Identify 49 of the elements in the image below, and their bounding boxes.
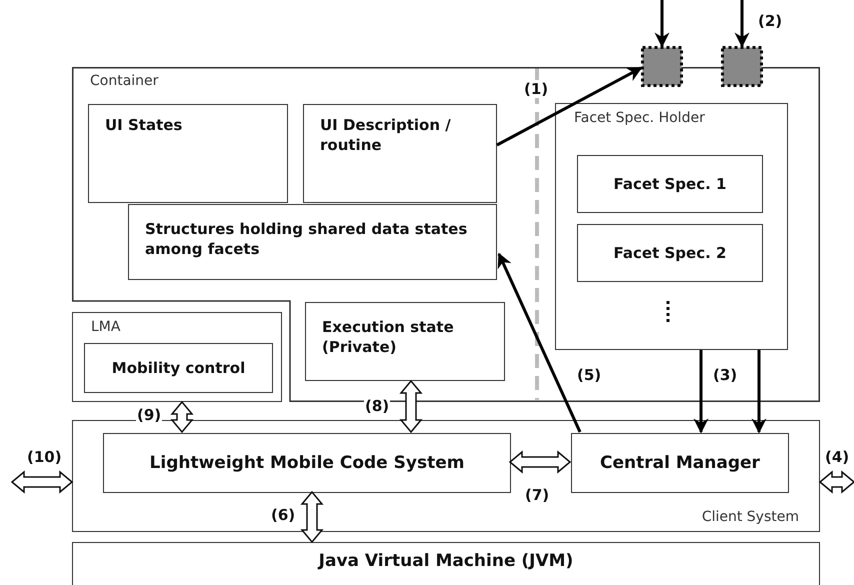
- component-box: [303, 104, 497, 203]
- box-label: Structures holding shared data states among facets: [145, 219, 468, 259]
- holder-box: [555, 103, 788, 350]
- component-box: [128, 204, 497, 280]
- edge-label: (2): [757, 12, 784, 30]
- edge-label: (3): [712, 366, 738, 384]
- group-title: LMA: [91, 318, 120, 337]
- component-box: [577, 155, 763, 213]
- box-label: Java Virtual Machine (JVM): [316, 551, 574, 571]
- box-label: Facet Spec. 1: [612, 174, 728, 195]
- component-box: [577, 224, 763, 282]
- box-label: UI States: [105, 115, 184, 135]
- arrow: [498, 252, 582, 433]
- component-box: [84, 343, 273, 393]
- edge-label: (9): [136, 406, 162, 424]
- edge-label: (1): [523, 80, 550, 98]
- edge-label: (4): [824, 448, 850, 466]
- double-arrow: [399, 380, 423, 434]
- group-title: Client System: [702, 508, 799, 527]
- double-arrow: [508, 450, 572, 474]
- double-arrow: [300, 490, 324, 544]
- box-label: Lightweight Mobile Code System: [148, 452, 466, 475]
- box-label: Central Manager: [599, 452, 761, 475]
- group-title: Facet Spec. Holder: [574, 109, 705, 128]
- component-box: [571, 433, 789, 493]
- edge-label: (6): [270, 506, 296, 524]
- arrow: [752, 350, 766, 434]
- edge-label: (5): [576, 366, 602, 384]
- box-label: Execution state (Private): [322, 317, 455, 357]
- group-box: [72, 420, 820, 532]
- arrow: [694, 350, 708, 434]
- component-box: [305, 302, 505, 381]
- edge-label: (10): [26, 448, 63, 466]
- box-label: Facet Spec. 2: [612, 243, 728, 264]
- edge-label: (8): [364, 397, 390, 415]
- double-arrow: [10, 470, 74, 494]
- arrow: [654, 0, 670, 48]
- arrow: [496, 66, 642, 146]
- component-box: [103, 433, 511, 493]
- box-label: UI Description / routine: [320, 115, 452, 155]
- double-arrow: [170, 400, 194, 434]
- group-title: Container: [90, 72, 158, 91]
- platform-box: [72, 542, 820, 585]
- box-label: Mobility control: [110, 358, 246, 379]
- component-box: [88, 104, 288, 203]
- double-arrow: [818, 470, 854, 494]
- group-box: [72, 312, 282, 402]
- edge-label: (7): [524, 486, 550, 504]
- arrow: [734, 0, 750, 48]
